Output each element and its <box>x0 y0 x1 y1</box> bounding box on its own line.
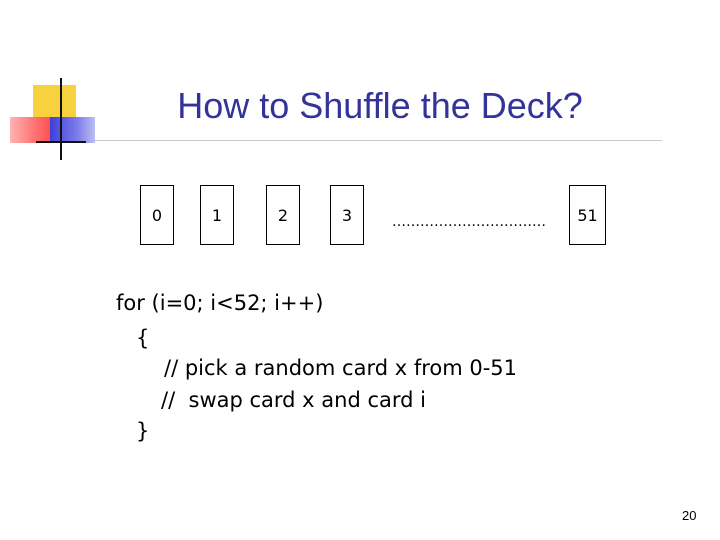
code-line-comment-pick: // pick a random card x from 0-51 <box>164 356 518 380</box>
page-number: 20 <box>682 508 697 523</box>
card-1: 1 <box>200 185 234 245</box>
card-2: 2 <box>266 185 300 245</box>
code-line-open-brace: { <box>136 326 150 350</box>
title-divider <box>95 140 662 141</box>
logo-blue-block <box>50 117 95 143</box>
card-0: 0 <box>140 185 174 245</box>
code-line-for: for (i=0; i<52; i++) <box>116 291 324 315</box>
code-line-close-brace: } <box>136 419 150 443</box>
slide-logo-icon <box>0 0 110 170</box>
slide-title: How to Shuffle the Deck? <box>177 85 583 126</box>
card-51: 51 <box>569 185 606 245</box>
card-3: 3 <box>330 185 364 245</box>
cards-ellipsis: …………………………… <box>392 214 546 230</box>
code-line-comment-swap: // swap card x and card i <box>161 388 426 412</box>
logo-vertical-line <box>60 78 62 160</box>
logo-red-block <box>10 117 53 143</box>
logo-horizontal-line <box>36 141 86 143</box>
